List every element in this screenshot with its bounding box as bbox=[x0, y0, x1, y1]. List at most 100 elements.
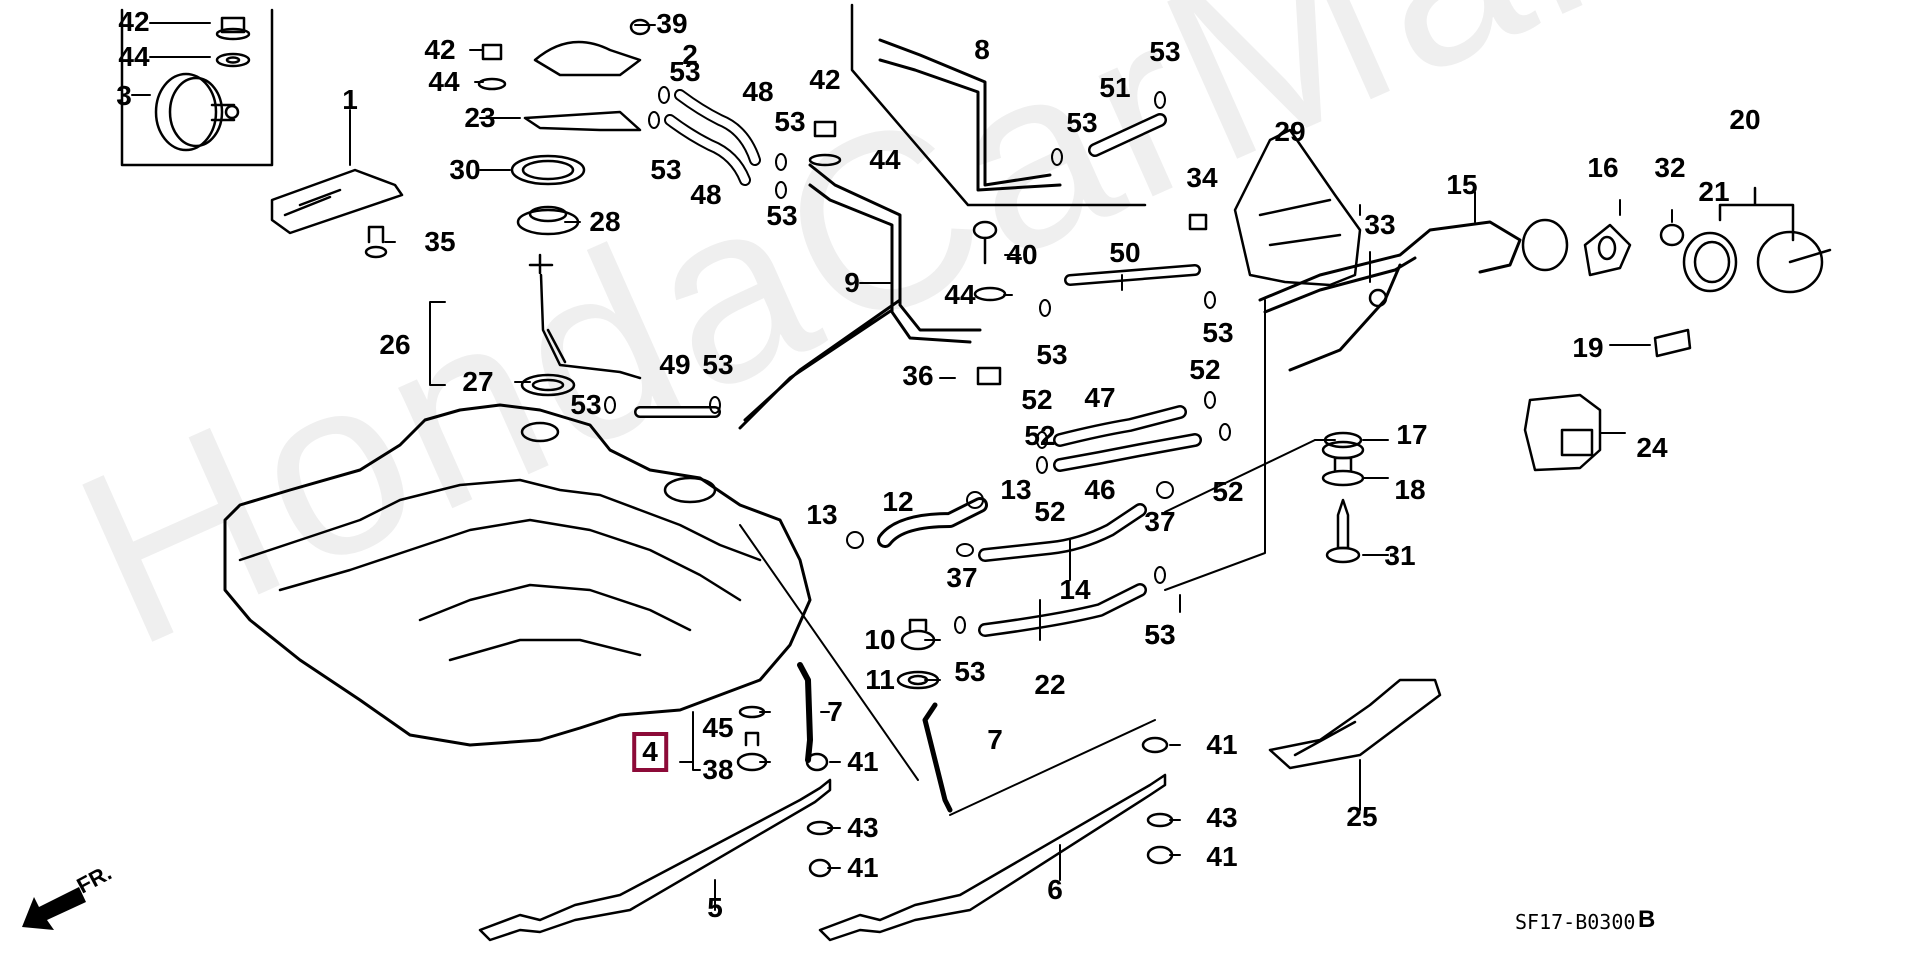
part-41-nut-a bbox=[805, 752, 829, 772]
leader-15-b bbox=[1164, 439, 1316, 513]
callout-53[interactable]: 53 bbox=[1202, 317, 1234, 348]
callout-7[interactable]: 7 bbox=[987, 724, 1003, 755]
callout-22[interactable]: 22 bbox=[1034, 669, 1066, 700]
callout-53[interactable]: 53 bbox=[650, 154, 682, 185]
callout-27[interactable]: 27 bbox=[462, 366, 494, 397]
callout-41[interactable]: 41 bbox=[847, 852, 879, 883]
callout-53[interactable]: 53 bbox=[1066, 107, 1098, 138]
callout-44[interactable]: 44 bbox=[118, 41, 150, 72]
callout-53[interactable]: 53 bbox=[954, 656, 986, 687]
part-1-bracket bbox=[270, 168, 404, 235]
callout-2[interactable]: 2 bbox=[682, 39, 698, 70]
callout-41[interactable]: 41 bbox=[1206, 841, 1238, 872]
callout-18[interactable]: 18 bbox=[1394, 474, 1426, 505]
callout-47[interactable]: 47 bbox=[1084, 382, 1116, 413]
callout-33[interactable]: 33 bbox=[1364, 209, 1396, 240]
callout-10[interactable]: 10 bbox=[864, 624, 896, 655]
callout-24[interactable]: 24 bbox=[1636, 432, 1668, 463]
callout-17[interactable]: 17 bbox=[1396, 419, 1428, 450]
callout-53[interactable]: 53 bbox=[702, 349, 734, 380]
callout-53[interactable]: 53 bbox=[570, 389, 602, 420]
callout-46[interactable]: 46 bbox=[1084, 474, 1116, 505]
callout-37[interactable]: 37 bbox=[1144, 506, 1176, 537]
callout-15[interactable]: 15 bbox=[1446, 169, 1478, 200]
part-39-bolt bbox=[629, 18, 651, 36]
callout-12[interactable]: 12 bbox=[882, 486, 914, 517]
callout-11[interactable]: 11 bbox=[865, 664, 895, 695]
callout-53[interactable]: 53 bbox=[669, 56, 701, 87]
part-17-grommet bbox=[1321, 431, 1365, 460]
callout-26[interactable]: 26 bbox=[379, 329, 411, 360]
callout-53[interactable]: 53 bbox=[774, 106, 806, 137]
callout-42[interactable]: 42 bbox=[424, 34, 456, 65]
callout-19[interactable]: 19 bbox=[1572, 332, 1604, 363]
callout-37[interactable]: 37 bbox=[946, 562, 978, 593]
callout-14[interactable]: 14 bbox=[1059, 574, 1091, 605]
callout-30[interactable]: 30 bbox=[449, 154, 481, 185]
callout-53[interactable]: 53 bbox=[766, 200, 798, 231]
callout-13[interactable]: 13 bbox=[1000, 474, 1032, 505]
callout-21[interactable]: 21 bbox=[1698, 176, 1730, 207]
callout-8[interactable]: 8 bbox=[974, 34, 990, 65]
callout-43[interactable]: 43 bbox=[847, 812, 879, 843]
part-9-pipe bbox=[738, 163, 982, 430]
callout-43[interactable]: 43 bbox=[1206, 802, 1238, 833]
callout-40[interactable]: 40 bbox=[1006, 239, 1038, 270]
part-42-nut-tl bbox=[215, 16, 251, 41]
part-31-bolt bbox=[1325, 498, 1361, 564]
callout-5[interactable]: 5 bbox=[707, 892, 723, 923]
callout-45[interactable]: 45 bbox=[702, 712, 734, 743]
callout-7[interactable]: 7 bbox=[827, 696, 843, 727]
callout-42[interactable]: 42 bbox=[809, 64, 841, 95]
callout-41[interactable]: 41 bbox=[1206, 729, 1238, 760]
callout-4-highlighted[interactable]: 4 bbox=[632, 732, 668, 772]
callout-23[interactable]: 23 bbox=[464, 102, 496, 133]
callout-48[interactable]: 48 bbox=[742, 76, 774, 107]
arrow-left-down-icon bbox=[22, 887, 86, 930]
callout-35[interactable]: 35 bbox=[424, 226, 456, 257]
callout-53[interactable]: 53 bbox=[1149, 36, 1181, 67]
callout-48[interactable]: 48 bbox=[690, 179, 722, 210]
callout-6[interactable]: 6 bbox=[1047, 874, 1063, 905]
callout-1[interactable]: 1 bbox=[342, 84, 358, 115]
callout-53[interactable]: 53 bbox=[1144, 619, 1176, 650]
callout-53[interactable]: 53 bbox=[1036, 339, 1068, 370]
part-7-rod-b bbox=[922, 702, 953, 813]
part-24-box bbox=[1523, 393, 1602, 472]
callout-36[interactable]: 36 bbox=[902, 360, 934, 391]
callout-32[interactable]: 32 bbox=[1654, 152, 1686, 183]
inset-frame-left bbox=[120, 8, 274, 167]
callout-52[interactable]: 52 bbox=[1021, 384, 1053, 415]
callout-3[interactable]: 3 bbox=[116, 80, 132, 111]
callout-29[interactable]: 29 bbox=[1274, 116, 1306, 147]
callout-39[interactable]: 39 bbox=[656, 8, 688, 39]
part-29-shield bbox=[1233, 128, 1362, 287]
callout-44[interactable]: 44 bbox=[869, 144, 901, 175]
callout-42[interactable]: 42 bbox=[118, 6, 150, 37]
part-19-label bbox=[1653, 328, 1692, 358]
callout-50[interactable]: 50 bbox=[1109, 237, 1141, 268]
callout-28[interactable]: 28 bbox=[589, 206, 621, 237]
callout-52[interactable]: 52 bbox=[1034, 496, 1066, 527]
callout-16[interactable]: 16 bbox=[1587, 152, 1619, 183]
callout-51[interactable]: 51 bbox=[1099, 72, 1131, 103]
callout-13[interactable]: 13 bbox=[806, 499, 838, 530]
callout-53[interactable]: 53 bbox=[1144, 619, 1176, 650]
part-34-nut bbox=[1188, 213, 1208, 231]
callout-41[interactable]: 41 bbox=[847, 746, 879, 777]
callout-9[interactable]: 9 bbox=[844, 267, 860, 298]
callout-44[interactable]: 44 bbox=[944, 279, 976, 310]
callout-31[interactable]: 31 bbox=[1384, 540, 1416, 571]
callout-52[interactable]: 52 bbox=[1189, 354, 1221, 385]
callout-20[interactable]: 20 bbox=[1729, 104, 1761, 135]
callout-52[interactable]: 52 bbox=[1212, 476, 1244, 507]
callout-52[interactable]: 52 bbox=[1024, 420, 1056, 451]
part-20-cap bbox=[1756, 230, 1832, 294]
callout-38[interactable]: 38 bbox=[702, 754, 734, 785]
callout-44[interactable]: 44 bbox=[428, 66, 460, 97]
part-40-screw bbox=[972, 220, 998, 265]
callout-34[interactable]: 34 bbox=[1186, 162, 1218, 193]
leader-7b bbox=[949, 719, 1156, 816]
callout-49[interactable]: 49 bbox=[659, 349, 691, 380]
callout-25[interactable]: 25 bbox=[1346, 801, 1378, 832]
